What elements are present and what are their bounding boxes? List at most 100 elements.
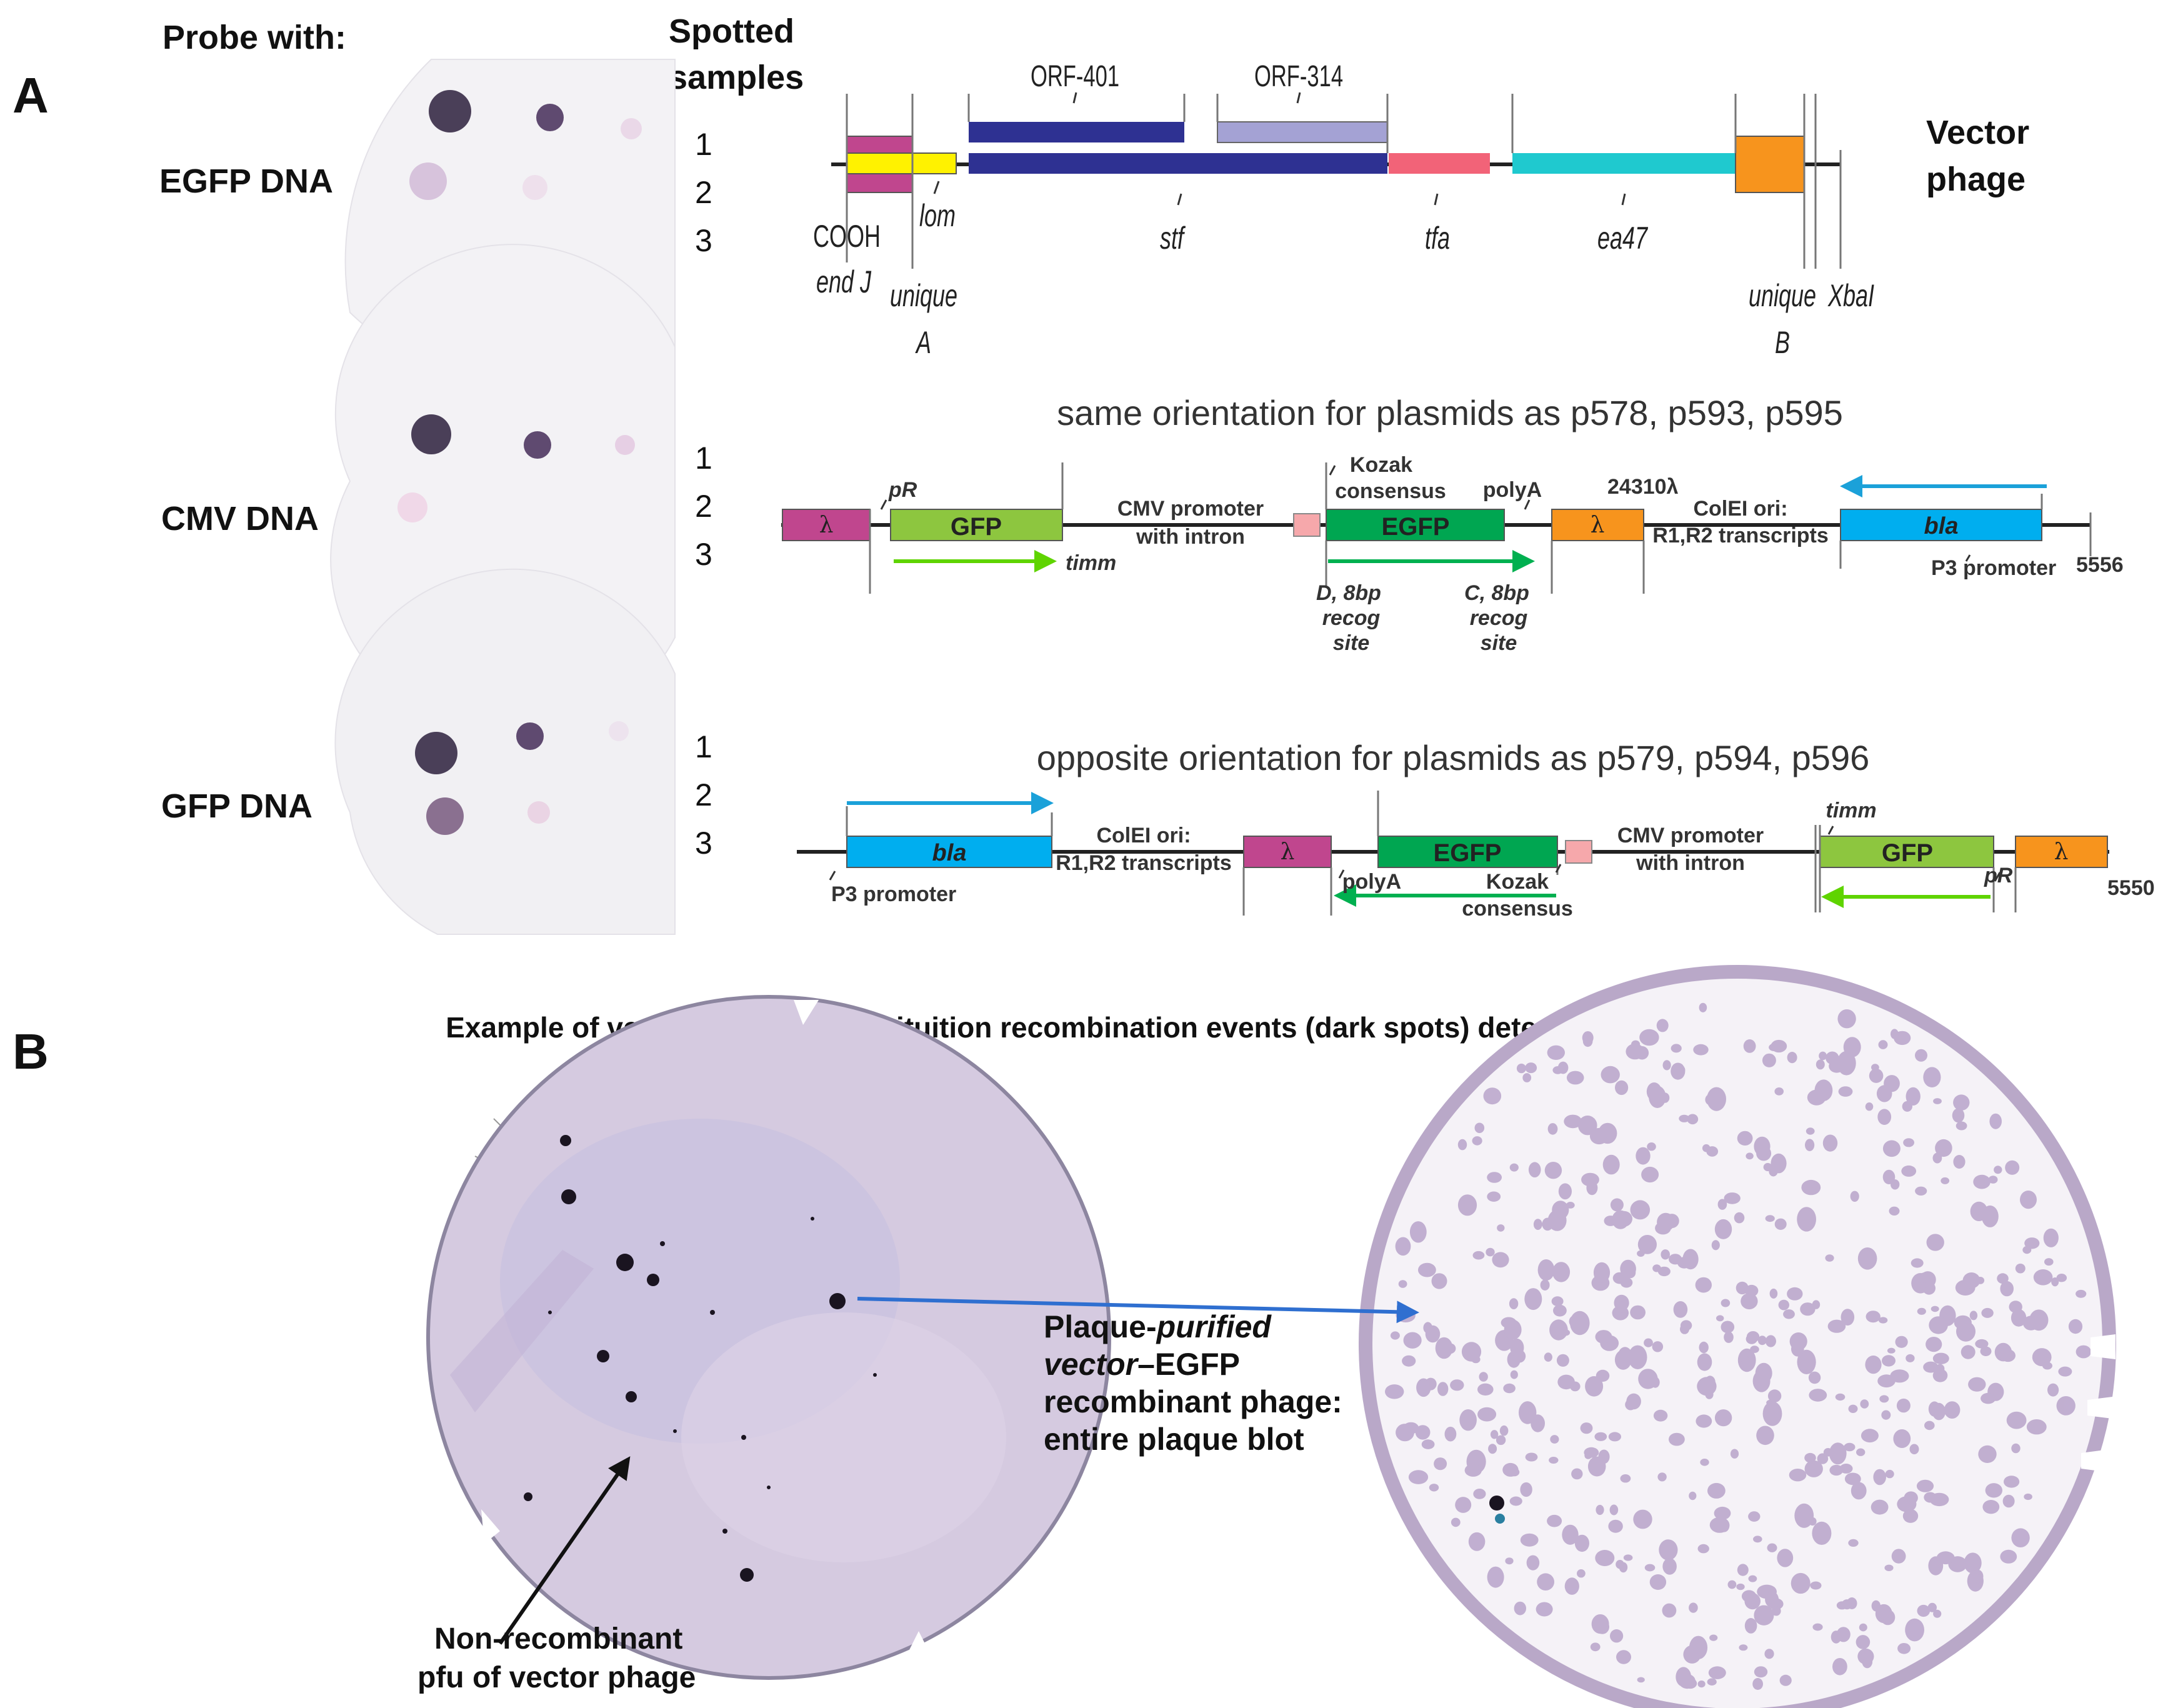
plaque-dot (1620, 1474, 1631, 1483)
plaque-dot (1746, 1331, 1760, 1342)
plaque-dot (1926, 1234, 1944, 1251)
plaque-dot (1577, 1569, 1586, 1578)
plaque-dot (1649, 1086, 1666, 1108)
plaque-dot (2033, 1269, 2053, 1286)
plaque-dot (1510, 1370, 1518, 1379)
same-p3: P3 promoter (1931, 556, 2056, 580)
plaque-dot (1850, 1191, 1859, 1202)
same-d-1: D, 8bp (1316, 581, 1381, 605)
plaque-dot (1797, 1349, 1816, 1374)
plaque-dot (1741, 1355, 1749, 1364)
plaque-dot (1409, 1221, 1427, 1243)
spotted-header-1: Spotted (669, 12, 794, 50)
plaque-dot (1736, 1583, 1745, 1591)
row-2-gfp: 2 (695, 777, 712, 812)
plaque-dot (1625, 1399, 1636, 1411)
plaque-dot (2001, 1349, 2016, 1362)
vector-orf314: ORF-314 (1254, 59, 1343, 92)
plaque-dot (1520, 1482, 1532, 1497)
plaque-dot (1774, 1218, 1787, 1231)
plaque-dot (1477, 1407, 1497, 1422)
plaque-dot (1810, 1581, 1822, 1590)
plaque-dot (1662, 1060, 1671, 1071)
plaque-dot (1477, 1383, 1494, 1396)
panel-b-letter: B (12, 1024, 49, 1079)
plaque-dot (1783, 1309, 1795, 1319)
opp-bla: bla (932, 840, 967, 866)
plaque-dot (1926, 1337, 1942, 1352)
plaque-dot (1509, 1496, 1522, 1506)
plaque-dot (1904, 1491, 1918, 1504)
plaque-dot (2026, 1419, 2047, 1435)
plaque-dot (1829, 1442, 1847, 1465)
plaque-dot (1524, 1288, 1542, 1311)
plaque-dot (1714, 1506, 1731, 1520)
plaque-dot (1819, 1051, 1827, 1061)
plaque-dot (1884, 1564, 1894, 1571)
row-3-cmv: 3 (695, 537, 712, 572)
plaque-dot (1669, 1254, 1682, 1265)
plaque-dot (1923, 1067, 1941, 1087)
plaque-dot (1390, 1331, 1400, 1340)
same-kozak-2: consensus (1335, 479, 1446, 503)
plaque-dot (1700, 1459, 1709, 1466)
plaque-dot (1812, 1623, 1823, 1631)
plaque-dot (1707, 1087, 1726, 1111)
plaque-dot (1896, 1398, 1911, 1413)
plaque-dot (1429, 1484, 1439, 1492)
plaque-dot (1602, 1154, 1620, 1175)
plaque-dot (2015, 1263, 2026, 1274)
plaque-dot (1789, 1469, 1807, 1482)
opposite-orientation-map (797, 791, 2109, 916)
opp-pR: pR (1984, 864, 2013, 887)
plaque-dot (1794, 1503, 1814, 1528)
plaque-dot (1905, 1618, 1925, 1642)
plaque-dot (1626, 1043, 1644, 1060)
plaque-dot (1578, 1116, 1597, 1136)
plaque-dot (1748, 1575, 1757, 1582)
plaque-dot (1941, 1177, 1950, 1184)
plaque-dot (2058, 1366, 2072, 1377)
plaque-dot (1985, 1483, 2002, 1498)
plaque-dot (2056, 1274, 2067, 1282)
plaque-dot (1866, 1311, 1881, 1323)
same-pR: pR (888, 478, 917, 502)
plaque-dot (1750, 1346, 1759, 1353)
plaque-dot (1981, 1205, 1999, 1227)
plaque-dot (1857, 1247, 1877, 1270)
plaque-dot (1595, 1330, 1612, 1344)
plaque-dot (1461, 1342, 1482, 1362)
plaque-dot (1585, 1376, 1604, 1397)
plaque-dot (1952, 1108, 1965, 1123)
plaque-dot (1891, 1549, 1906, 1564)
plaque-dot (1689, 1491, 1697, 1501)
plaque-dot (1474, 1122, 1485, 1134)
plaque-dot (1657, 1472, 1667, 1482)
plaque-dot (1774, 1087, 1784, 1096)
vector-orf401: ORF-401 (1031, 59, 1119, 92)
plaque-dot (1877, 1374, 1896, 1388)
plaque-dot (2043, 1228, 2059, 1247)
plaque-dot (1953, 1155, 1966, 1169)
plaque-dot (1571, 1468, 1583, 1480)
plaque-dot (1744, 1593, 1761, 1610)
plaque-dot (1969, 1311, 1978, 1321)
plaque-dot (1487, 1172, 1502, 1183)
plaque-dot (1878, 1317, 1888, 1324)
plaque-dot (1954, 1315, 1972, 1330)
plaque-dot (1727, 1580, 1737, 1589)
row-3-gfp: 3 (695, 826, 712, 861)
plaque-dot (1801, 1179, 1821, 1196)
plaque-dot (1509, 1467, 1520, 1477)
plaque-dot (1757, 1336, 1767, 1346)
plaque-dot (1566, 1071, 1584, 1085)
plaque-dot (1426, 1326, 1438, 1337)
plaque-dot (1492, 1252, 1509, 1268)
plaque-dot (1669, 1432, 1685, 1446)
plaque-dot (1566, 1202, 1575, 1209)
same-c-1: C, 8bp (1464, 581, 1529, 605)
plaque-dot (1777, 1549, 1794, 1567)
plaque-dot (1825, 1254, 1834, 1262)
plaque-dot (1697, 1544, 1709, 1554)
purified-label-1b: purified (1156, 1309, 1272, 1344)
